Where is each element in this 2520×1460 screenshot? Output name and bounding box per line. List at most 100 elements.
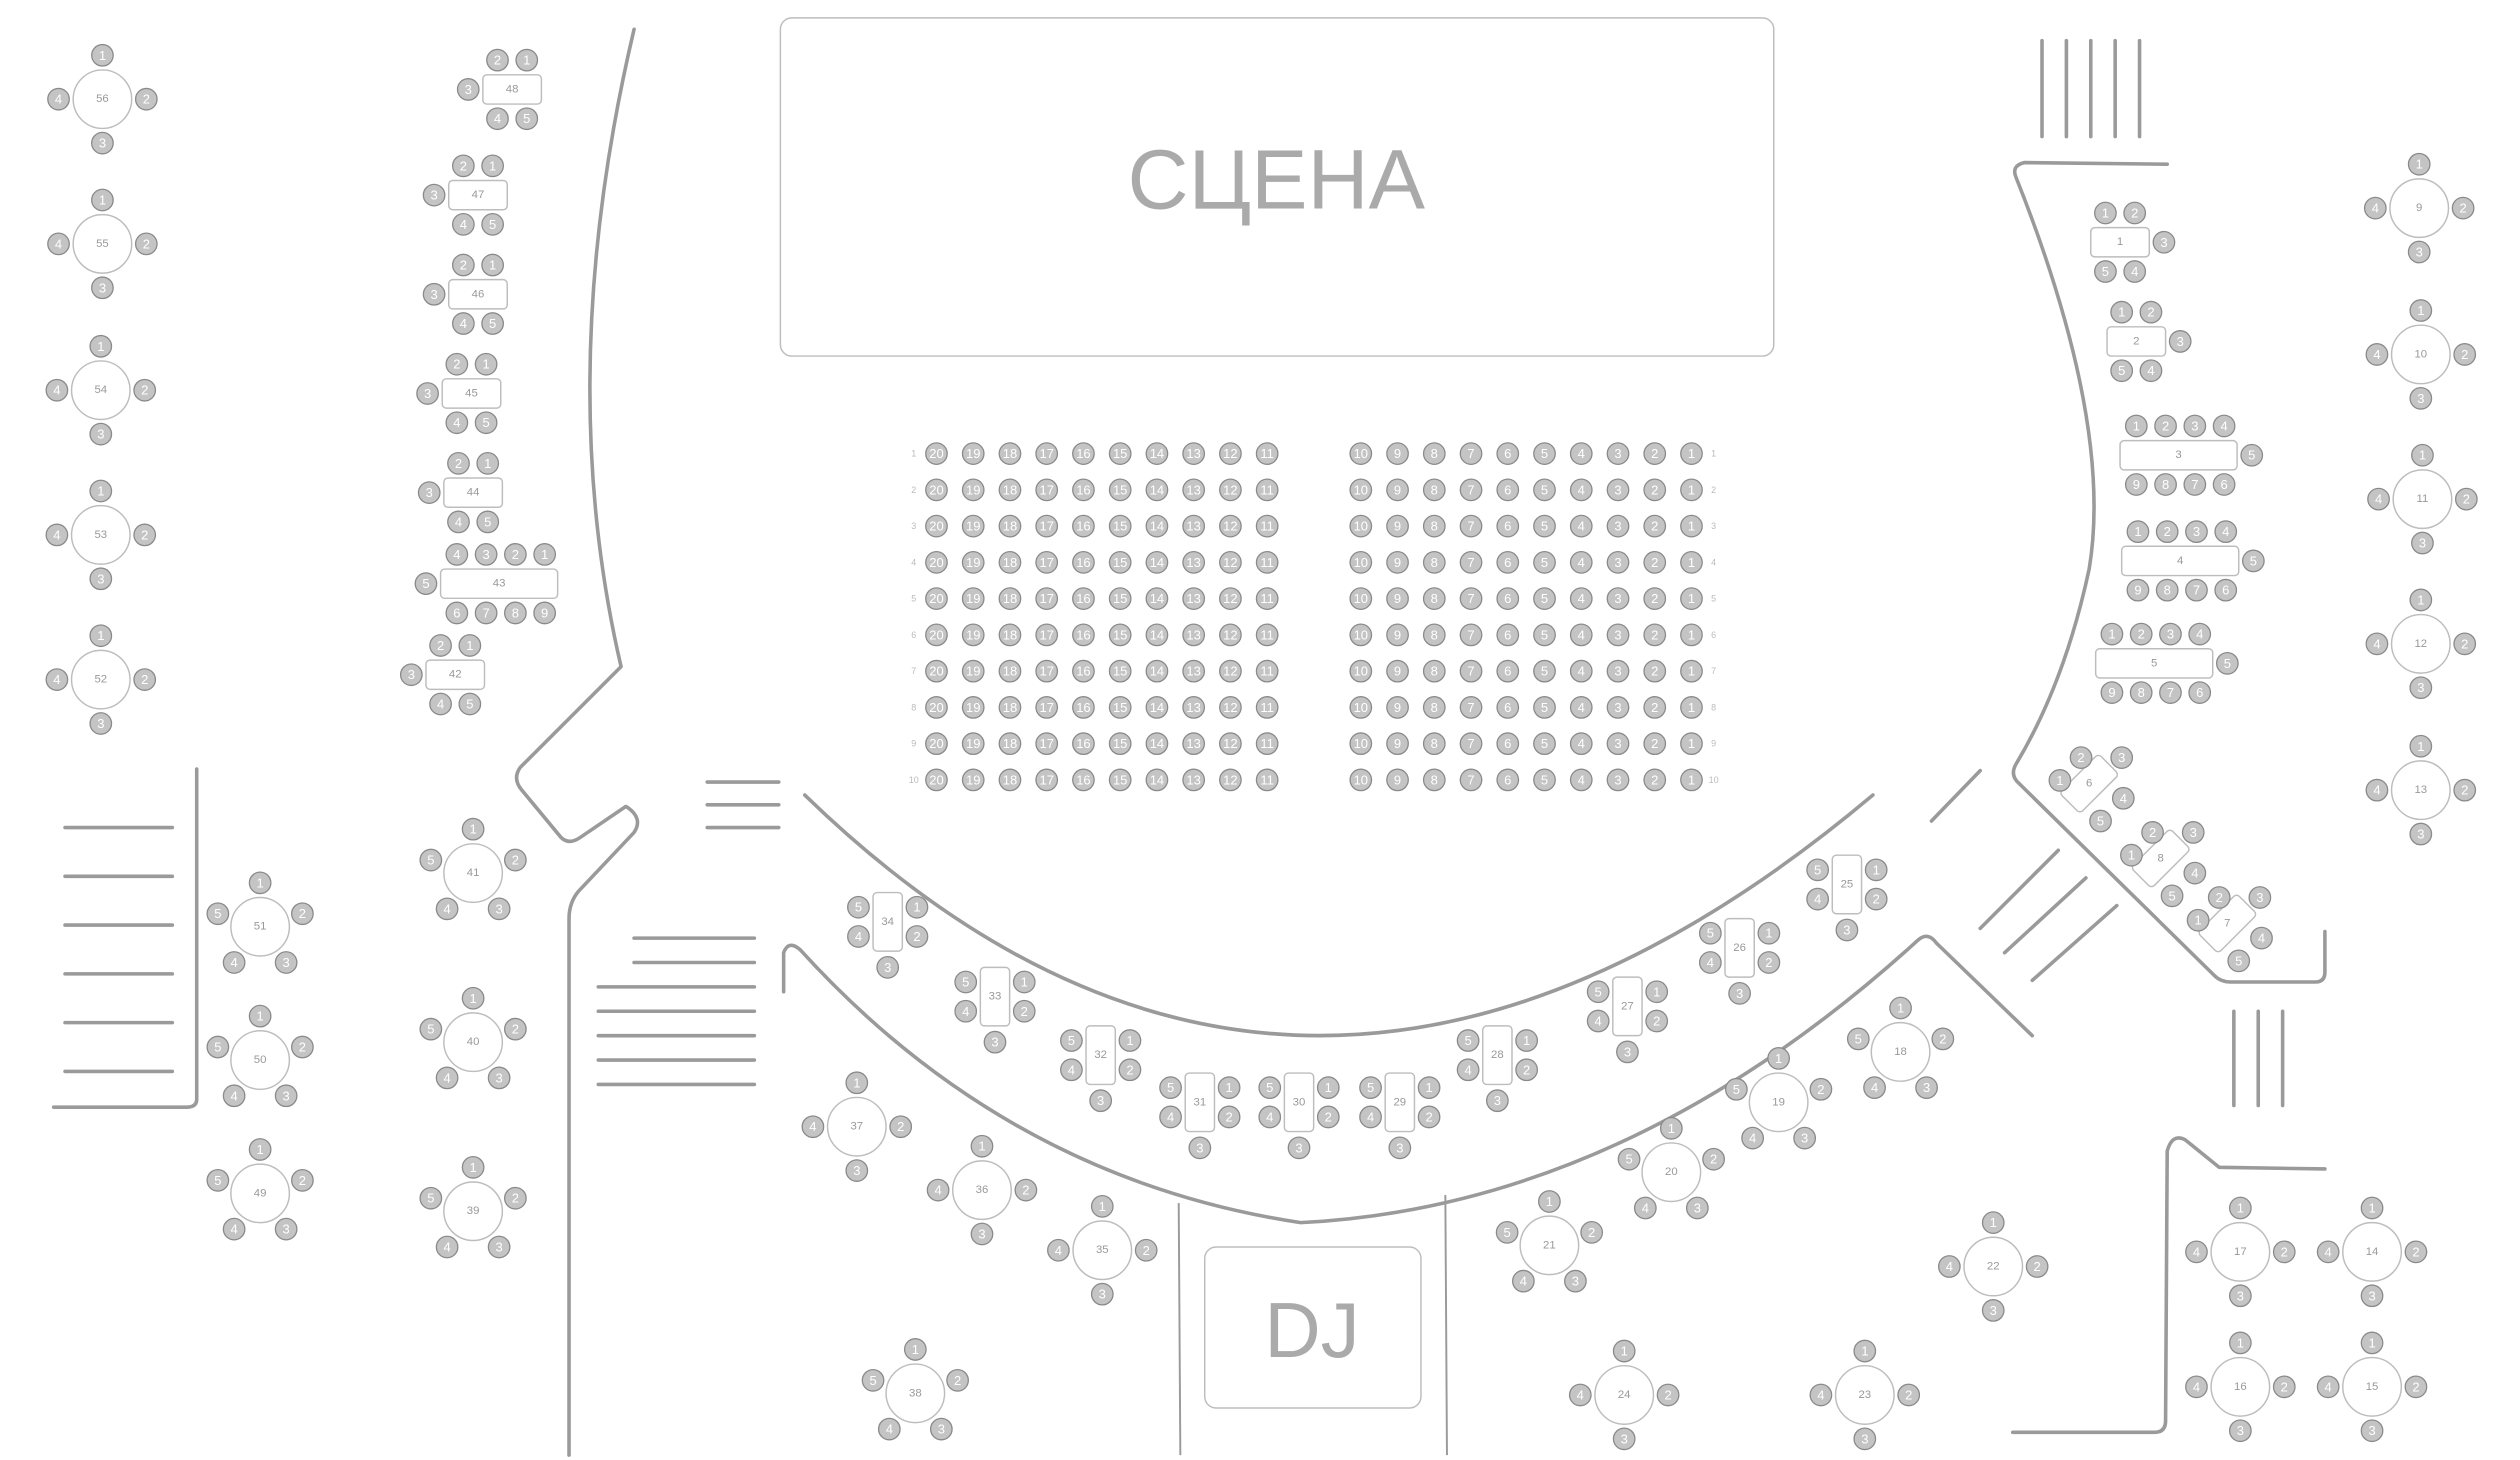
table-seat[interactable]: 4 (1359, 1105, 1382, 1129)
hall-seat[interactable]: 12 (1219, 550, 1242, 574)
table-seat[interactable]: 4 (1806, 887, 1830, 911)
hall-seat[interactable]: 14 (1145, 659, 1169, 683)
hall-seat[interactable]: 14 (1145, 587, 1169, 611)
table-seat[interactable]: 3 (474, 543, 498, 566)
hall-seat[interactable]: 13 (1182, 732, 1206, 756)
hall-seat[interactable]: 4 (1569, 623, 1593, 647)
hall-seat[interactable]: 4 (1569, 768, 1593, 792)
table-seat[interactable]: 5 (1846, 1027, 1870, 1051)
hall-seat[interactable]: 14 (1145, 768, 1169, 792)
hall-seat[interactable]: 12 (1219, 442, 1242, 465)
table-seat[interactable]: 8 (504, 601, 527, 625)
hall-seat[interactable]: 17 (1035, 442, 1059, 465)
table-seat[interactable]: 3 (2360, 1419, 2384, 1443)
hall-seat[interactable]: 13 (1182, 623, 1206, 647)
hall-seat[interactable]: 9 (1386, 659, 1409, 683)
hall-seat[interactable]: 6 (1496, 550, 1520, 574)
table-seat[interactable]: 1 (515, 48, 539, 72)
table-seat[interactable]: 2 (905, 925, 929, 948)
hall-seat[interactable]: 15 (1108, 659, 1132, 683)
hall-seat[interactable]: 8 (1422, 696, 1446, 719)
hall-seat[interactable]: 5 (1533, 768, 1556, 792)
hall-seat[interactable]: 3 (1606, 514, 1630, 538)
hall-seat[interactable]: 9 (1386, 732, 1409, 756)
hall-seat[interactable]: 12 (1219, 478, 1242, 502)
hall-seat[interactable]: 1 (1680, 732, 1703, 756)
hall-seat[interactable]: 15 (1108, 514, 1132, 538)
hall-seat[interactable]: 19 (961, 623, 985, 647)
hall-seat[interactable]: 11 (1255, 768, 1279, 792)
hall-seat[interactable]: 7 (1459, 442, 1483, 465)
hall-seat[interactable]: 8 (1422, 768, 1446, 792)
hall-seat[interactable]: 12 (1219, 623, 1242, 647)
hall-seat[interactable]: 15 (1108, 550, 1132, 574)
table-seat[interactable]: 1 (89, 334, 113, 358)
table-seat[interactable]: 3 (1612, 1427, 1636, 1451)
table-seat[interactable]: 2 (1656, 1383, 1680, 1407)
table-seat[interactable]: 1 (2411, 443, 2434, 467)
hall-seat[interactable]: 2 (1643, 442, 1667, 465)
hall-seat[interactable]: 6 (1496, 587, 1520, 611)
table-seat[interactable]: 2 (291, 1168, 314, 1192)
table-seat[interactable]: 2 (1316, 1105, 1340, 1129)
table-seat[interactable]: 4 (2365, 343, 2389, 366)
table-seat[interactable]: 3 (1188, 1136, 1212, 1160)
hall-seat[interactable]: 5 (1533, 696, 1556, 719)
hall-seat[interactable]: 12 (1219, 659, 1242, 683)
table-seat[interactable]: 4 (222, 1217, 246, 1241)
table-seat[interactable]: 5 (1617, 1147, 1641, 1171)
table-seat[interactable]: 4 (447, 510, 470, 534)
table-seat[interactable]: 2 (291, 902, 314, 926)
hall-seat[interactable]: 17 (1035, 696, 1059, 719)
table-seat[interactable]: 4 (2183, 861, 2207, 885)
hall-seat[interactable]: 3 (1606, 696, 1630, 719)
table-seat[interactable]: 5 (206, 1035, 230, 1059)
table-seat[interactable]: 2 (291, 1035, 314, 1059)
table-seat[interactable]: 1 (1538, 1190, 1561, 1213)
table-seat[interactable]: 4 (435, 1235, 459, 1259)
table-seat[interactable]: 3 (2159, 622, 2182, 646)
hall-seat[interactable]: 16 (1072, 587, 1095, 611)
table-seat[interactable]: 1 (461, 817, 485, 841)
hall-seat[interactable]: 9 (1386, 550, 1409, 574)
table-seat[interactable]: 2 (2451, 196, 2475, 220)
table-seat[interactable]: 3 (91, 276, 114, 300)
table-seat[interactable]: 5 (481, 212, 504, 236)
hall-seat[interactable]: 15 (1108, 478, 1132, 502)
hall-seat[interactable]: 8 (1422, 442, 1446, 465)
table-seat[interactable]: 9 (2126, 578, 2150, 602)
hall-seat[interactable]: 7 (1459, 514, 1483, 538)
hall-seat[interactable]: 4 (1569, 696, 1593, 719)
table-seat[interactable]: 6 (2212, 473, 2236, 496)
table-seat[interactable]: 3 (2411, 531, 2434, 555)
hall-seat[interactable]: 18 (998, 732, 1022, 756)
table-seat[interactable]: 3 (416, 382, 439, 405)
hall-seat[interactable]: 9 (1386, 478, 1409, 502)
hall-seat[interactable]: 2 (1643, 732, 1667, 756)
hall-seat[interactable]: 11 (1255, 587, 1279, 611)
hall-seat[interactable]: 19 (961, 442, 985, 465)
hall-seat[interactable]: 3 (1606, 587, 1630, 611)
table-seat[interactable]: 2 (504, 1017, 527, 1041)
table-seat[interactable]: 2 (1580, 1220, 1604, 1244)
table-seat[interactable]: 1 (1645, 980, 1669, 1004)
hall-seat[interactable]: 11 (1255, 623, 1279, 647)
hall-seat[interactable]: 7 (1459, 478, 1483, 502)
hall-seat[interactable]: 5 (1533, 514, 1556, 538)
hall-seat[interactable]: 16 (1072, 623, 1095, 647)
table-seat[interactable]: 1 (248, 871, 272, 895)
hall-seat[interactable]: 8 (1422, 478, 1446, 502)
hall-seat[interactable]: 4 (1569, 587, 1593, 611)
hall-seat[interactable]: 20 (925, 514, 948, 538)
